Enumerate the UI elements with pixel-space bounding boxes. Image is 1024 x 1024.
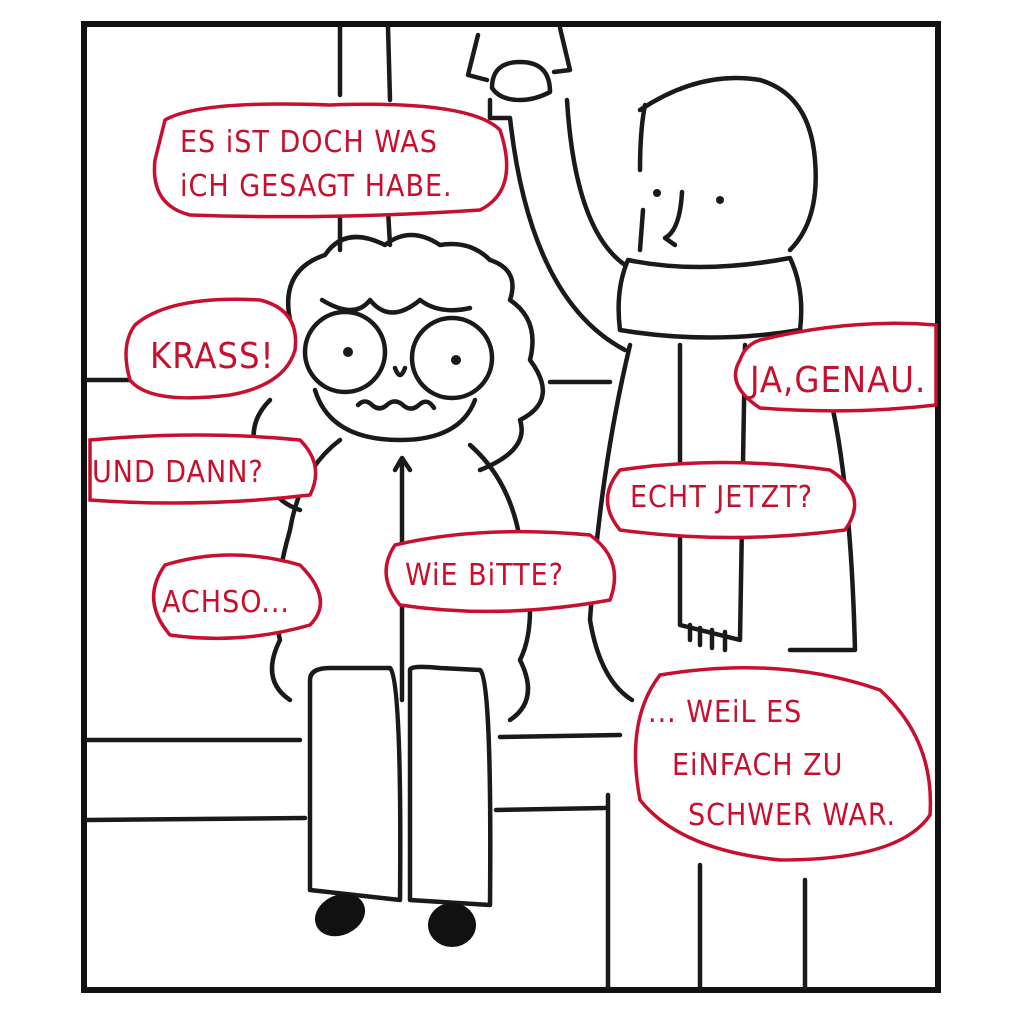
raised-arm	[487, 97, 628, 353]
eye-left	[653, 189, 661, 197]
leg-right	[407, 664, 493, 908]
glasses-right	[409, 315, 495, 401]
strap-handle	[465, 25, 573, 83]
background-scenery	[84, 24, 808, 991]
shoe-left	[314, 893, 366, 937]
speech-bubble-achso: ACHSO...	[152, 553, 323, 641]
glasses-left	[302, 309, 388, 395]
bubble-text-line-1: ES iST DOCH WAS	[180, 125, 438, 160]
nose	[662, 189, 685, 248]
eye-right	[716, 196, 724, 204]
nose	[392, 365, 408, 378]
shoe-right	[428, 903, 476, 947]
hair-fringe	[319, 297, 473, 315]
leg-left	[307, 665, 403, 903]
curly-hair	[285, 232, 546, 473]
speech-bubble-und-dann: UND DANN?	[88, 433, 318, 505]
speech-bubble-wie-bitte: WiE BiTTE?	[384, 529, 617, 614]
speech-bubble-krass: KRASS!	[124, 297, 298, 400]
bench-bottom-line	[84, 805, 608, 823]
bubble-text: UND DANN?	[92, 455, 264, 490]
bubble-text: ECHT JETZT?	[630, 480, 813, 515]
pole-top	[337, 24, 393, 103]
wavy-mouth	[355, 399, 437, 411]
bubble-text-line-2: iCH GESAGT HABE.	[180, 169, 453, 204]
speech-bubble-echt-jetzt: ECHT JETZT?	[605, 460, 857, 540]
bubble-text: KRASS!	[150, 336, 275, 377]
hand-fist	[489, 59, 553, 103]
bench-top-line	[84, 732, 623, 743]
speech-bubble-top: ES iST DOCH WAS iCH GESAGT HABE.	[152, 102, 509, 219]
speech-bubble-weil: ... WEiL ES EiNFACH ZU SCHWER WAR.	[633, 665, 933, 862]
bubble-text-line-1: ... WEiL ES	[648, 695, 802, 730]
eye-right	[451, 355, 461, 365]
bubble-text: JA,GENAU.	[748, 360, 926, 401]
bubble-text-line-3: SCHWER WAR.	[688, 798, 896, 833]
head-outline	[637, 75, 818, 253]
scarf-end	[677, 342, 748, 653]
standing-legs	[697, 862, 808, 991]
bubble-text: ACHSO...	[162, 585, 290, 620]
bubble-text-line-2: EiNFACH ZU	[672, 748, 843, 783]
eye-left	[343, 347, 353, 357]
speech-bubble-ja-genau: JA,GENAU.	[733, 321, 938, 413]
bubble-text: WiE BiTTE?	[405, 558, 564, 593]
face-outline	[312, 387, 478, 443]
